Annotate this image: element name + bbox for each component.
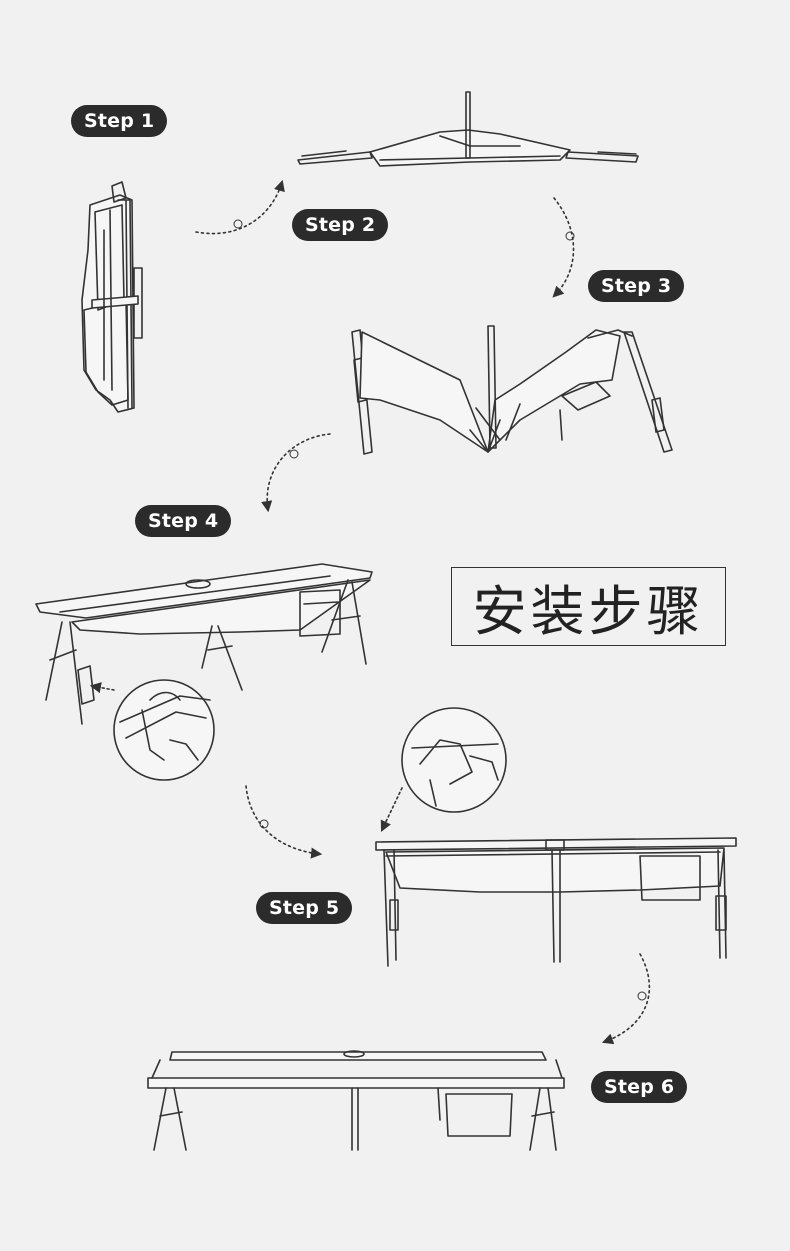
- cot-finished-figure: [147, 1050, 565, 1151]
- flat-frame-figure: [297, 91, 639, 167]
- flow-arrow-dots: [233, 219, 647, 1001]
- detail-circle-step5: [380, 707, 507, 833]
- folded-cot-figure: [81, 181, 143, 413]
- step-5-badge: Step 5: [256, 892, 353, 924]
- cot-partial-figure: [35, 563, 373, 725]
- page-title: 安装步骤: [451, 567, 726, 646]
- step-4-badge: Step 4: [135, 505, 232, 537]
- cot-standing-figure: [375, 837, 737, 967]
- step-1-badge: Step 1: [71, 105, 168, 137]
- step-3-badge: Step 3: [588, 270, 685, 302]
- step-6-badge: Step 6: [591, 1071, 688, 1103]
- v-frame-figure: [351, 325, 673, 455]
- detail-circle-step4: [89, 679, 215, 781]
- step-2-badge: Step 2: [292, 209, 389, 241]
- flow-arrows: [195, 179, 651, 1045]
